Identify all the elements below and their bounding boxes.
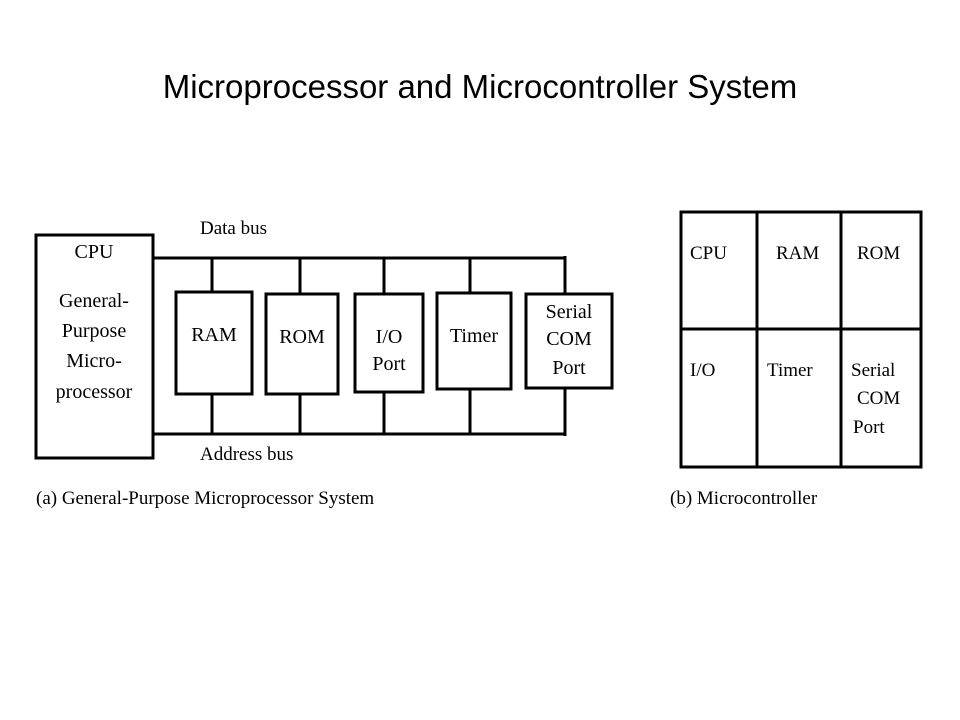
serial-com-port-module-label: Port (552, 357, 586, 379)
microcontroller-diagram: CPU RAM ROM I/O Timer Serial COM Port (b… (670, 210, 923, 509)
chip-cell-rom: ROM (857, 243, 900, 264)
data-bus-label: Data bus (200, 218, 267, 239)
chip-cell-serial-com-port: COM (857, 388, 900, 409)
diagram-a-caption: (a) General-Purpose Microprocessor Syste… (36, 488, 374, 509)
cpu-box-line: Micro- (66, 350, 122, 372)
io-port-module-box (353, 292, 425, 394)
diagram-b-caption: (b) Microcontroller (670, 488, 818, 509)
chip-cell-serial-com-port: Port (853, 417, 885, 438)
timer-module-box (435, 291, 513, 391)
ram-module-label: RAM (191, 324, 237, 346)
microcontroller-chip-box (679, 210, 923, 469)
chip-cell-timer: Timer (767, 360, 813, 381)
cpu-box-line: General- (59, 290, 129, 312)
chip-cell-io: I/O (690, 360, 715, 381)
chip-cell-ram: RAM (776, 243, 819, 264)
slide-title: Microprocessor and Microcontroller Syste… (162, 68, 798, 105)
cpu-box-line: processor (56, 381, 133, 403)
cpu-box-label: CPU (75, 241, 114, 263)
rom-module-box (264, 292, 340, 396)
ram-module-box (174, 290, 254, 396)
chip-cell-cpu: CPU (690, 243, 727, 264)
cpu-box-line: Purpose (62, 320, 127, 342)
serial-com-port-module-label: Serial (546, 301, 593, 323)
rom-module-label: ROM (279, 326, 325, 348)
io-port-module-label: I/O (376, 326, 403, 348)
microprocessor-system-diagram: Data bus Address bus CPU General- Purpos… (34, 218, 614, 509)
serial-com-port-module-label: COM (546, 328, 592, 350)
serial-com-port-module-box (524, 292, 614, 390)
io-port-module-label: Port (372, 353, 406, 375)
chip-cell-serial-com-port: Serial (851, 360, 895, 381)
cpu-box (34, 233, 155, 460)
address-bus-label: Address bus (200, 444, 293, 465)
timer-module-label: Timer (450, 325, 499, 347)
